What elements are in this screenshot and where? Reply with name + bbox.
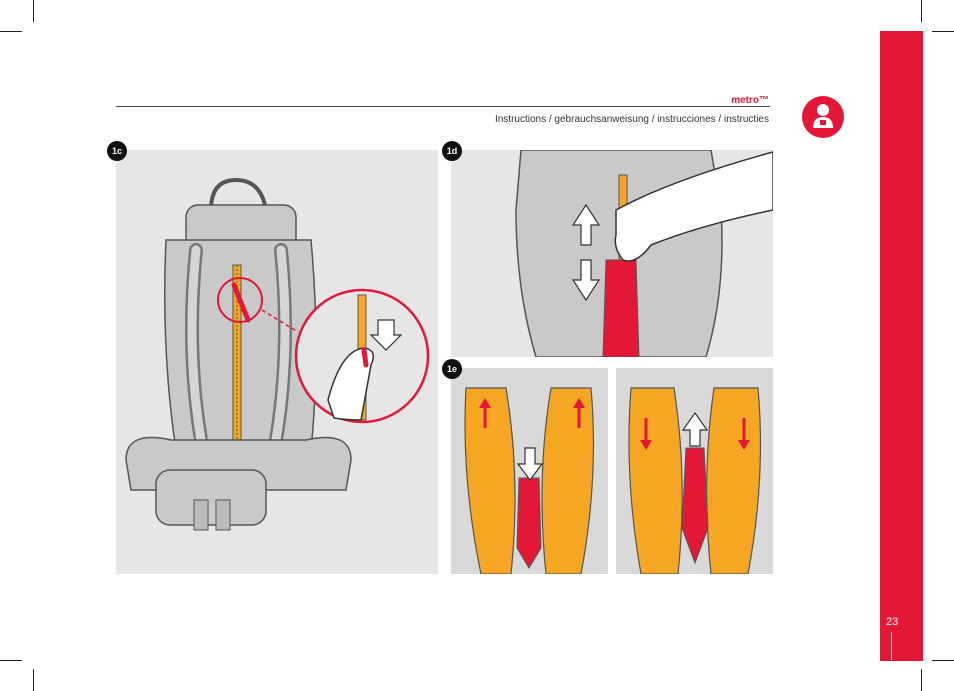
arrow-up-icon (571, 203, 601, 246)
crop-mark (0, 31, 22, 32)
carrier-straps-open-illustration (451, 368, 608, 574)
arrow-up-icon (681, 411, 709, 447)
carrier-straps-closed-illustration (616, 368, 773, 574)
crop-mark (0, 660, 22, 661)
page-number: 23 (886, 616, 899, 628)
arrow-up-icon (573, 398, 585, 408)
illustration-panel-1e-right (616, 368, 773, 574)
arrow-down-icon (640, 440, 652, 450)
arrow-down-icon (571, 259, 601, 302)
brand-name: metro™ (731, 95, 769, 106)
step-badge-1d: 1d (442, 141, 462, 161)
crop-mark (921, 669, 922, 691)
header-rule (116, 106, 770, 107)
carrier-back-illustration (125, 177, 430, 531)
arrow-down-icon (516, 447, 544, 481)
header-subtitle: Instructions / gebrauchsanweisung / inst… (494, 114, 769, 125)
crop-mark (932, 31, 954, 32)
illustration-panel-1c (116, 150, 438, 574)
crop-mark (33, 0, 34, 22)
arrow-up-icon (479, 398, 491, 408)
arrow-down-icon (369, 319, 403, 351)
user-icon (802, 96, 844, 138)
page-number-rule (891, 632, 892, 660)
crop-mark (33, 669, 34, 691)
step-badge-1c: 1c (107, 141, 127, 161)
crop-mark (921, 0, 922, 22)
step-badge-1e: 1e (442, 359, 462, 379)
side-band (880, 31, 923, 661)
illustration-panel-1e-left (451, 368, 608, 574)
carrier-zip-illustration (515, 150, 773, 357)
illustration-panel-1d (451, 150, 773, 357)
crop-mark (932, 660, 954, 661)
arrow-down-icon (738, 440, 750, 450)
